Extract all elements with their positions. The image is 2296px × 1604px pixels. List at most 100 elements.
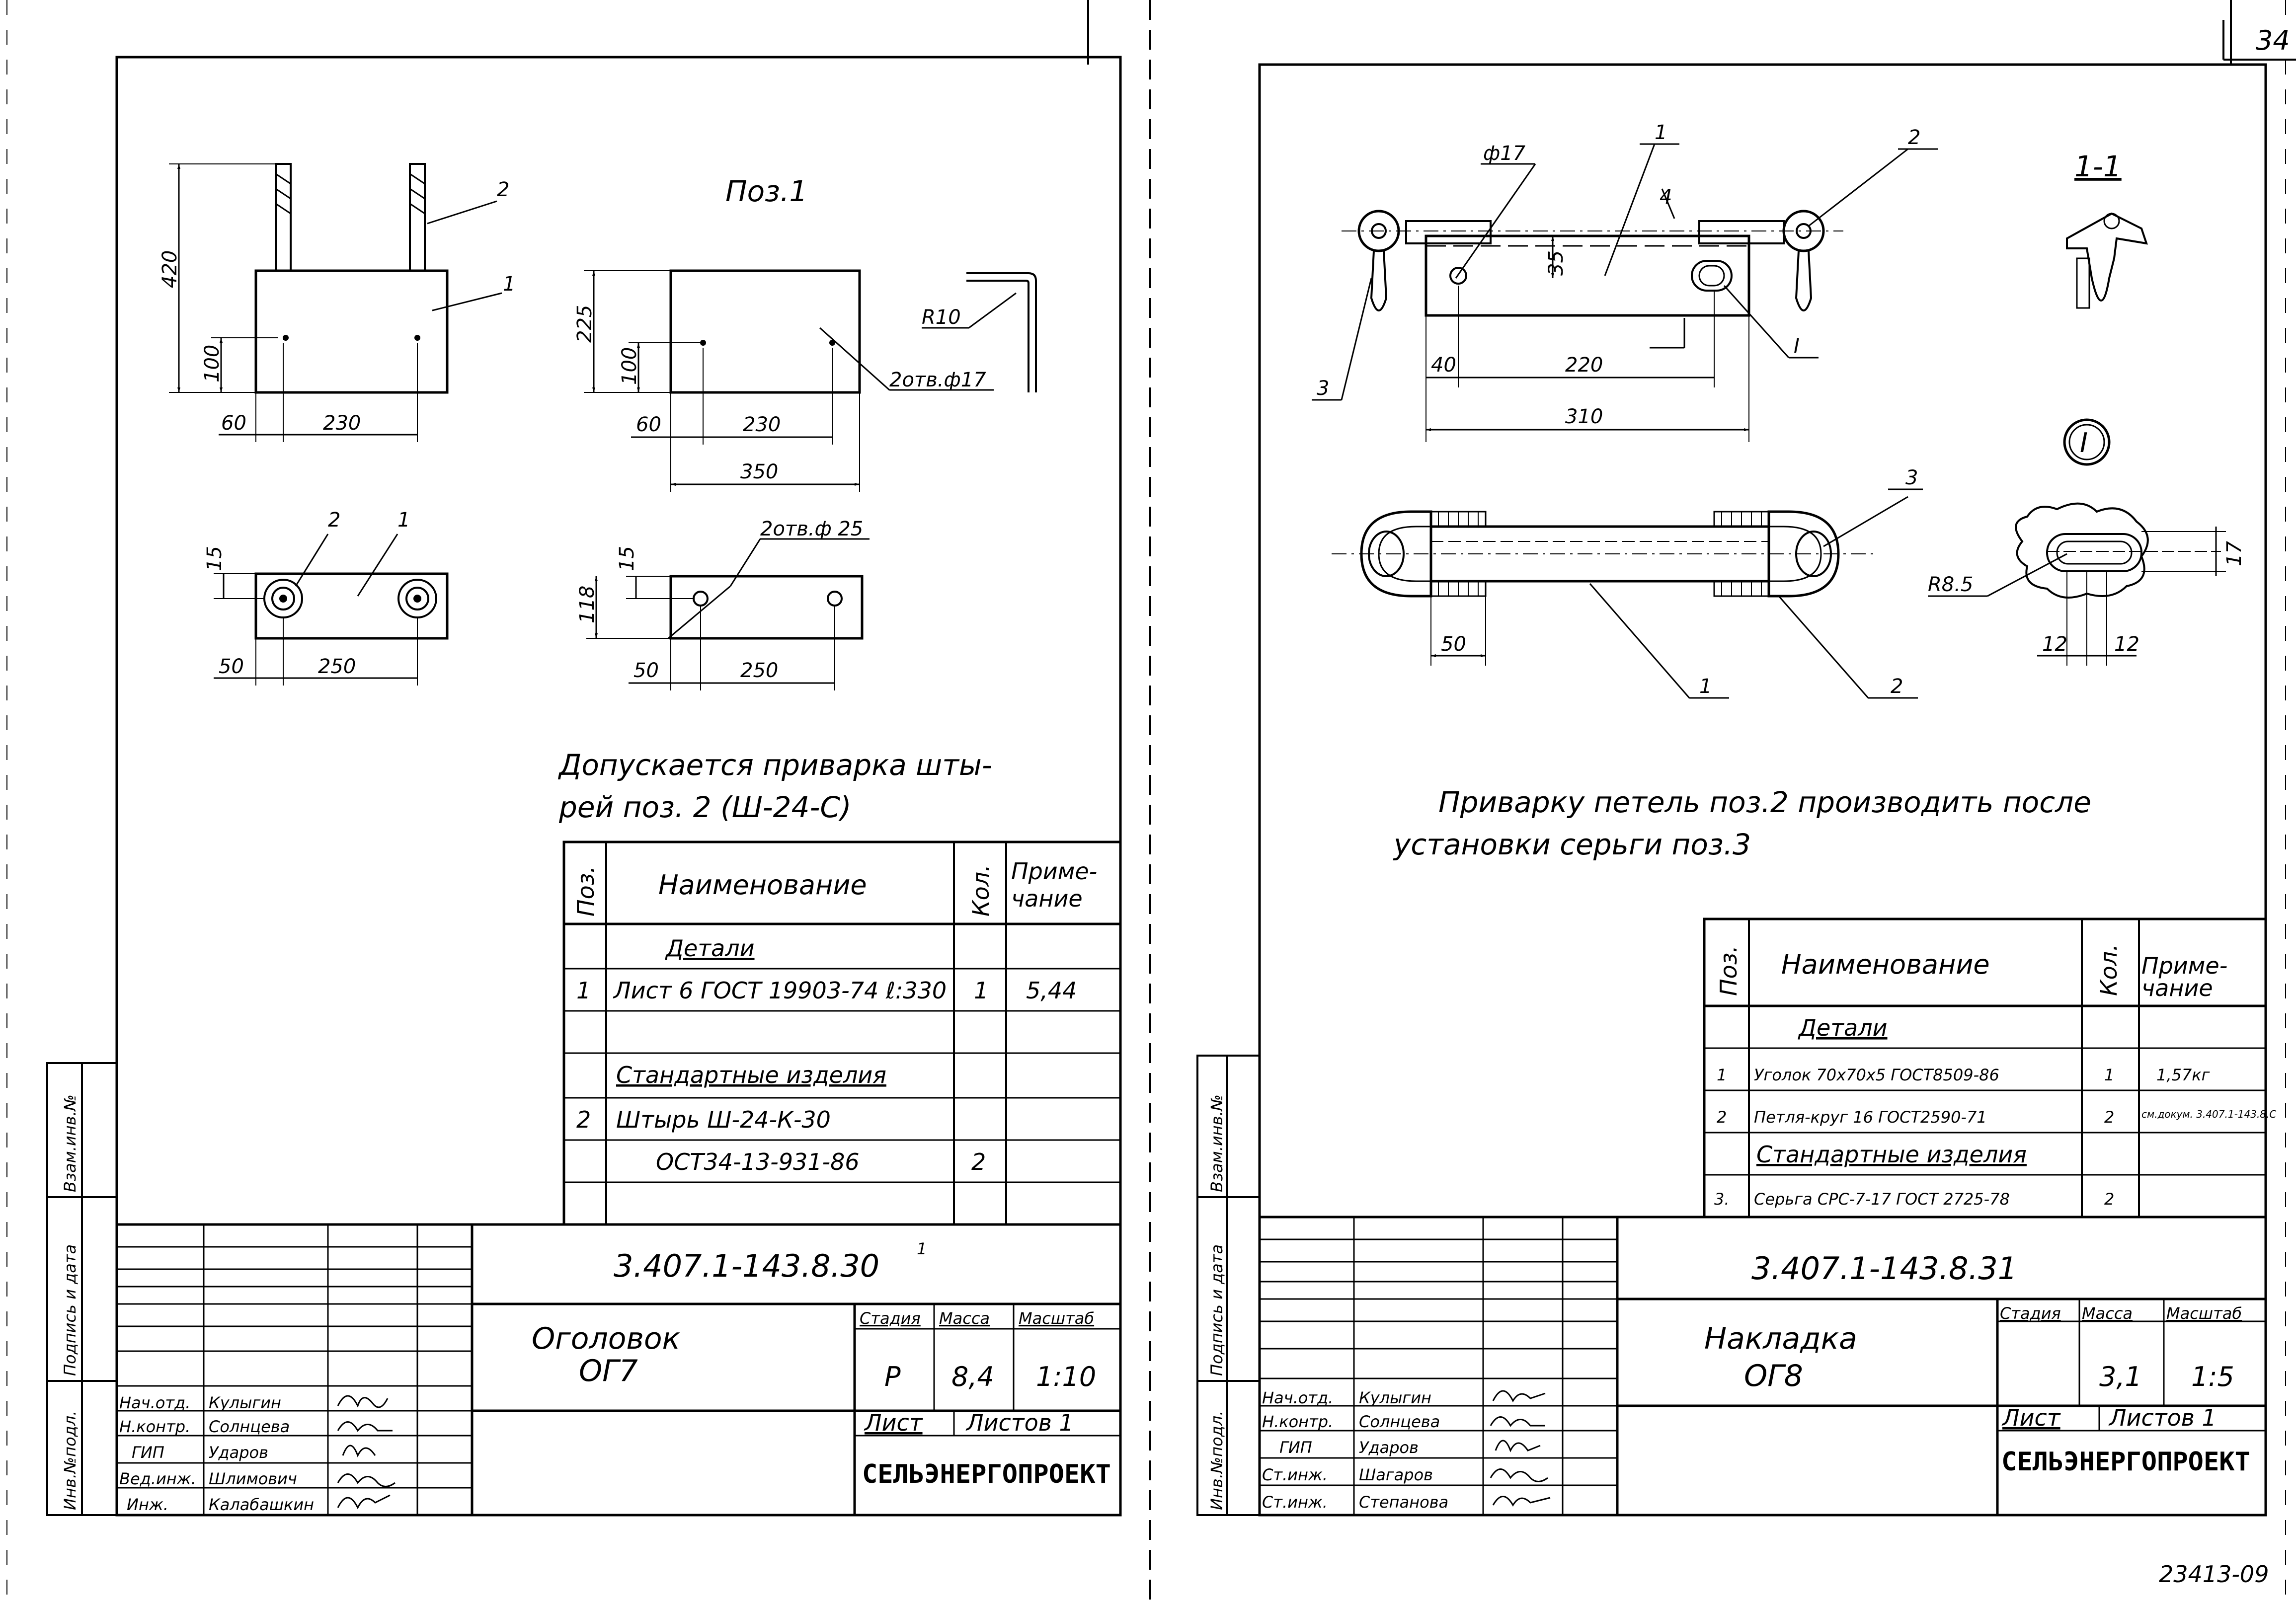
sheet-2-staff-4-name: Шагаров bbox=[1359, 1465, 1433, 1484]
dim-bend-radius: R10 bbox=[922, 306, 961, 329]
sheet-1-staff-4-name: Шлимович bbox=[209, 1469, 297, 1488]
sheet-1-org: СЕЛЬЭНЕРГОПРОЕКТ bbox=[862, 1459, 1111, 1489]
spec2-row-4-qty: 2 bbox=[2104, 1190, 2114, 1209]
dim-slot-right: 12 bbox=[2114, 633, 2139, 656]
spec2-row-2-note: см.докум. 3.407.1-143.8.С bbox=[2141, 1108, 2276, 1120]
page-number-box: 34 bbox=[2222, 20, 2296, 61]
spec2-row-4-pos: 3. bbox=[1714, 1190, 1730, 1209]
spec2-head-name: Наименование bbox=[1781, 949, 1990, 980]
spec1-head-note-2: чание bbox=[1011, 885, 1083, 912]
callout-plan-plate: 1 bbox=[397, 509, 410, 532]
spec2-head-qty: Кол. bbox=[2095, 944, 2122, 996]
spec2-head-note-1: Приме- bbox=[2141, 952, 2227, 979]
sheet-1-signatures bbox=[337, 1395, 396, 1510]
sheet-1-sheet-label: Лист bbox=[864, 1409, 923, 1436]
spec2-row-1-pos: 1 bbox=[1717, 1066, 1727, 1084]
spec2-head-note-2: чание bbox=[2141, 975, 2213, 1001]
sheet-2-staff-2-name: Солнцева bbox=[1359, 1412, 1440, 1431]
sheet-1-stage-head: Стадия bbox=[860, 1309, 921, 1328]
spec2-head-pos: Поз. bbox=[1715, 945, 1742, 996]
spec2-row-2-name: Петля-круг 16 ГОСТ2590-71 bbox=[1754, 1108, 1987, 1127]
sheet-2-title-2: ОГ8 bbox=[1744, 1359, 1803, 1393]
sheet-1-plan-view: 15 50 250 2 1 bbox=[203, 509, 449, 686]
dim-plan2-span: 250 bbox=[740, 659, 778, 682]
sheet-2-title-1: Накладка bbox=[1704, 1321, 1857, 1356]
spec2-row-4-name: Серьга СРС-7-17 ГОСТ 2725-78 bbox=[1754, 1190, 2010, 1209]
sheet-1-mass-head: Масса bbox=[939, 1309, 990, 1328]
dim-slot-left: 12 bbox=[2042, 633, 2067, 656]
callout-plan-angle: 1 bbox=[1699, 675, 1712, 698]
sheet-1-front-view: 420 100 60 230 2 1 bbox=[158, 163, 515, 442]
dim-hole-dia: ф17 bbox=[1483, 142, 1526, 165]
callout-front-plate: 1 bbox=[503, 273, 515, 296]
spec2-row-1-name: Уголок 70x70x5 ГОСТ8509-86 bbox=[1754, 1066, 1999, 1084]
spec2-row-2-qty: 2 bbox=[2104, 1108, 2114, 1127]
spec1-row-3-name: Штырь Ш-24-К-30 bbox=[616, 1106, 831, 1133]
sheet-1-plan-view-2: 2отв.ф 25 15 118 50 250 bbox=[576, 518, 870, 690]
sheet-2-plan-view: 3 1 2 50 bbox=[1332, 466, 1923, 699]
sheet-2-stage-head: Стадия bbox=[2000, 1304, 2061, 1323]
sheet-1-staff-4-role: Вед.инж. bbox=[119, 1469, 196, 1488]
sheet-2-side-stamp: Инв.№подл. Подпись и дата Взам.инв.№ bbox=[1196, 1055, 1261, 1516]
callout-angle: 1 bbox=[1655, 121, 1667, 144]
spec1-row-1-name: Лист 6 ГОСТ 19903-74 ℓ:330 bbox=[613, 977, 947, 1004]
sheet-2-staff-5-role: Ст.инж. bbox=[1262, 1493, 1328, 1512]
dim-flat-width: 350 bbox=[740, 460, 778, 483]
dim-flat-span: 230 bbox=[743, 413, 781, 436]
spec2-row-3-name: Стандартные изделия bbox=[1756, 1141, 2027, 1168]
sheet-1-side-stamp: Инв.№подл. Подпись и дата Взам.инв.№ bbox=[46, 1062, 118, 1516]
dim-thickness: 35 bbox=[1545, 250, 1568, 276]
spec1-row-2-name: Стандартные изделия bbox=[616, 1062, 886, 1088]
page-separators bbox=[6, 0, 2286, 1604]
callout-detail: I bbox=[1794, 335, 1800, 358]
sheet-1-scale: 1:10 bbox=[1036, 1361, 1096, 1392]
spec2-row-2-pos: 2 bbox=[1717, 1108, 1727, 1127]
dim-plan-span: 250 bbox=[318, 655, 356, 678]
sheet-1-doc-code: 3.407.1-143.8.30 bbox=[614, 1248, 879, 1284]
dim-span: 220 bbox=[1565, 354, 1603, 377]
dim-holes-25: 2отв.ф 25 bbox=[760, 518, 863, 540]
sheet-2-staff-3-name: Ударов bbox=[1359, 1438, 1419, 1457]
callout-plan-loop: 2 bbox=[1891, 675, 1903, 698]
sheet-2-note-line-2: установки серьги поз.3 bbox=[1393, 828, 1751, 861]
sheet-2-scale-head: Масштаб bbox=[2166, 1304, 2242, 1323]
spec1-head-qty: Кол. bbox=[967, 864, 994, 917]
sheet-1-scale-head: Масштаб bbox=[1019, 1309, 1094, 1328]
sheet-2-section-view: 1-1 bbox=[2066, 150, 2148, 309]
sheet-2-mass: 3,1 bbox=[2099, 1361, 2142, 1392]
sheet-1: Инв.№подл. Подпись и дата Взам.инв.№ 420… bbox=[46, 56, 1122, 1517]
sheet-1-note-line-1: Допускается приварка шты- bbox=[557, 748, 992, 782]
sheet-2-staff-3-role: ГИП bbox=[1279, 1438, 1312, 1457]
dim-left-off: 40 bbox=[1431, 354, 1456, 377]
sheet-1-staff-5-name: Калабашкин bbox=[209, 1495, 314, 1514]
sheet-2-staff-5-name: Степанова bbox=[1359, 1493, 1448, 1512]
dim-holes-17: 2отв.ф17 bbox=[889, 369, 986, 391]
sheet-1-sheets-label: Листов 1 bbox=[965, 1409, 1074, 1436]
spec1-head-name: Наименование bbox=[658, 869, 867, 901]
dim-plan2-left: 50 bbox=[633, 659, 659, 682]
sheet-1-stage: Р bbox=[884, 1361, 901, 1392]
callout-shackle: 3 bbox=[1317, 377, 1329, 400]
pos-1-label: Поз.1 bbox=[725, 174, 807, 208]
sheet-1-frame bbox=[115, 56, 1122, 1517]
sheet-2-sheet-label: Лист bbox=[2001, 1404, 2061, 1431]
sheet-2-signatures bbox=[1490, 1390, 1551, 1507]
dim-slot-radius: R8.5 bbox=[1928, 573, 1973, 596]
spec1-row-4-name: ОСТ34-13-931-86 bbox=[656, 1148, 860, 1175]
sheet-1-staff-2-name: Солнцева bbox=[209, 1417, 290, 1436]
sheet-2-sheets-label: Листов 1 bbox=[2108, 1404, 2217, 1431]
side-stamp-podpis: Подпись и дата bbox=[61, 1244, 79, 1376]
spec1-head-note-1: Приме- bbox=[1011, 858, 1097, 885]
sheet-1-staff-5-role: Инж. bbox=[127, 1495, 168, 1514]
spec2-row-1-note: 1,57кг bbox=[2156, 1066, 2210, 1084]
callout-plan-pin: 2 bbox=[328, 509, 340, 532]
detail-symbol bbox=[2063, 418, 2111, 466]
sheet-1-staff-2-role: Н.контр. bbox=[119, 1417, 190, 1436]
side-stamp-inv-podl: Инв.№подл. bbox=[61, 1411, 79, 1510]
sheet-1-title-block: 3.407.1-143.8.30 1 Оголовок ОГ7 Стадия М… bbox=[115, 1223, 1122, 1517]
spec1-row-1-pos: 1 bbox=[576, 977, 591, 1004]
dim-flat-left: 60 bbox=[636, 413, 661, 436]
spec1-row-1-note: 5,44 bbox=[1026, 977, 1077, 1004]
spec2-section-details: Детали bbox=[1798, 1014, 1888, 1041]
sheet-1-staff-3-name: Ударов bbox=[209, 1443, 268, 1462]
